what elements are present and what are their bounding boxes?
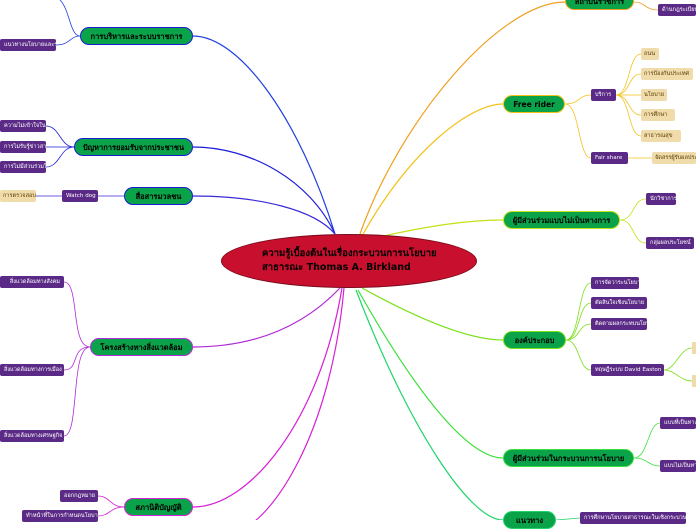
topic-admin[interactable]: การบริหารและระบบราชการ [80,27,193,45]
topic-mass-media[interactable]: สื่อสารมวลชน [124,187,193,205]
pressure-item-3[interactable]: การไม่มีส่วนร่วมในการใช้สิทธิการเลือกตั้… [0,161,46,173]
leg-item-law[interactable]: ออกกฎหมาย [60,490,98,502]
service-item-health[interactable]: สาธารณสุข [641,130,681,142]
component-item-impact[interactable]: ติดตามผลกระทบนโยบาย [591,318,647,330]
env-item-political[interactable]: สิ่งแวดล้อมทางการเมือง [0,364,64,376]
informal-item-interest-groups[interactable]: กลุ่มผลประโยชน์ [646,237,694,249]
component-item-agenda[interactable]: การจัดวาระนโยบาย [591,277,639,289]
participants-item-informal[interactable]: แบบไม่เป็นทางการ [660,460,696,472]
service-item-defense[interactable]: การป้องกันประเทศ [641,68,693,80]
service-item-education[interactable]: การศึกษา [641,109,675,121]
central-topic-line1: ความรู้เบื้องต้นในเรื่องกระบวนการนโยบาย [262,248,437,259]
env-item-economic[interactable]: สิ่งแวดล้อมทางเศรษฐกิจ [0,430,64,442]
central-topic[interactable]: ความรู้เบื้องต้นในเรื่องกระบวนการนโยบาย … [221,234,477,288]
topic-institutions[interactable]: สถาบันราชการ [565,0,634,10]
service-item-road[interactable]: ถนน [641,48,659,60]
approach-subtopic[interactable]: การศึกษานโยบายสาธารณะในเชิงกระบวนการ [580,512,686,524]
pressure-item-2[interactable]: การไม่รับรู้ข่าวสารทางการไม่มาใช้สิทธิ [0,141,46,153]
topic-legislature[interactable]: สภานิติบัญญัติ [124,498,193,516]
free-rider-fair-share[interactable]: Fair share [591,152,628,164]
media-watchdog[interactable]: Watch dog [62,190,98,202]
topic-public-acceptance[interactable]: ปัญหาการยอมรับจากประชาชน [74,138,193,156]
participants-item-formal[interactable]: แบบที่เป็นทางการ [660,417,696,429]
component-item-easton[interactable]: ทฤษฎีระบบ David Easton [591,364,664,376]
institutions-subtopic[interactable]: ด้านกฎระเบียบราชการ [658,4,696,16]
media-subtopic[interactable]: การตรวจสอบการใช้อำนาจรัฐ [0,190,36,202]
topic-free-rider[interactable]: Free rider [503,95,565,113]
topic-policy-participants[interactable]: ผู้มีส่วนร่วมในกระบวนการนโยบาย [503,449,634,467]
central-topic-line2: สาธารณะ Thomas A. Birkland [262,262,411,273]
leg-item-policy[interactable]: ทำหน้าที่ในการกำหนดนโยบาย [22,510,98,522]
topic-environment[interactable]: โครงสร้างทางสิ่งแวดล้อม [90,338,193,356]
fair-share-subtopic[interactable]: จัดสรรผู้รับผลประโยชน์ [652,152,696,164]
admin-subtopic[interactable]: แนวทางนโยบายและระบบบริหารราชการ [0,39,56,51]
pressure-item-1[interactable]: ความไม่เข้าใจในนโยบายสาธารณะ [0,120,46,132]
topic-components[interactable]: องค์ประกอบ [503,331,566,349]
env-item-social[interactable]: สิ่งแวดล้อมทางสังคม [0,276,64,288]
service-item-policy[interactable]: นโยบาย [641,89,667,101]
topic-approach[interactable]: แนวทาง [503,511,556,529]
topic-informal-participants[interactable]: ผู้มีส่วนร่วมแบบไม่เป็นทางการ [503,211,620,229]
informal-item-academics[interactable]: นักวิชาการ [646,193,676,205]
component-item-decision[interactable]: ตัดสินใจเชิงนโยบาย [591,297,647,309]
free-rider-service[interactable]: บริการ [591,89,616,101]
